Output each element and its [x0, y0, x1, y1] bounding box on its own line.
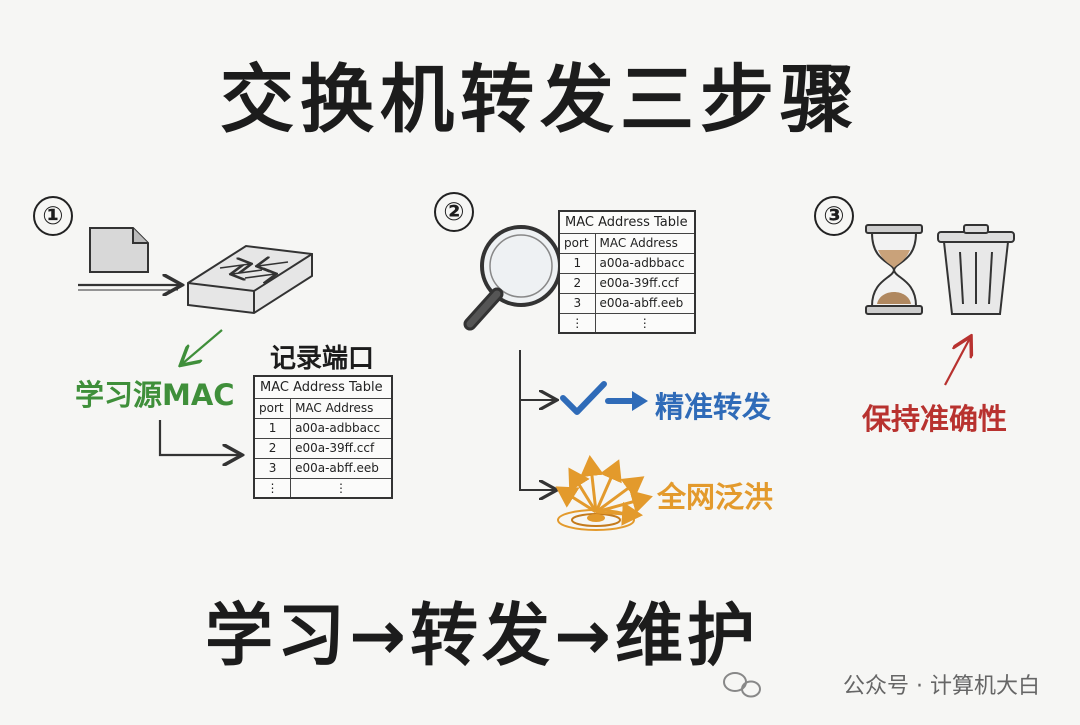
- frame-document-icon: [89, 227, 149, 273]
- trash-icon: [937, 224, 1015, 315]
- table-row: ⋮⋮: [558, 312, 696, 334]
- step-number-2: ②: [434, 192, 474, 232]
- switch-icon: [187, 244, 313, 315]
- wechat-icon: [723, 672, 761, 698]
- watermark: 公众号 · 计算机大白: [843, 674, 1040, 699]
- header-port: port: [253, 397, 292, 419]
- header-port: port: [558, 232, 596, 254]
- header-mac: MAC Address: [594, 232, 696, 254]
- maintain-accuracy-label: 保持准确性: [862, 402, 1008, 436]
- record-port-label: 记录端口: [270, 344, 375, 374]
- header-mac: MAC Address: [290, 397, 393, 419]
- table-caption: MAC Address Table: [558, 210, 696, 234]
- step-number-1: ①: [33, 196, 73, 236]
- step-number-3: ③: [814, 196, 854, 236]
- hourglass-icon: [865, 224, 923, 315]
- table-caption: MAC Address Table: [253, 375, 393, 399]
- page-title: 交换机转发三步骤: [220, 57, 860, 143]
- learn-source-mac-label: 学习源MAC: [75, 378, 235, 412]
- exact-forward-label: 精准转发: [655, 390, 772, 424]
- footer-summary: 学习→转发→维护: [205, 597, 759, 676]
- table-row: ⋮⋮: [253, 477, 393, 499]
- magnifier-icon: [463, 225, 562, 331]
- flood-label: 全网泛洪: [657, 480, 774, 514]
- flood-icon: [555, 455, 653, 531]
